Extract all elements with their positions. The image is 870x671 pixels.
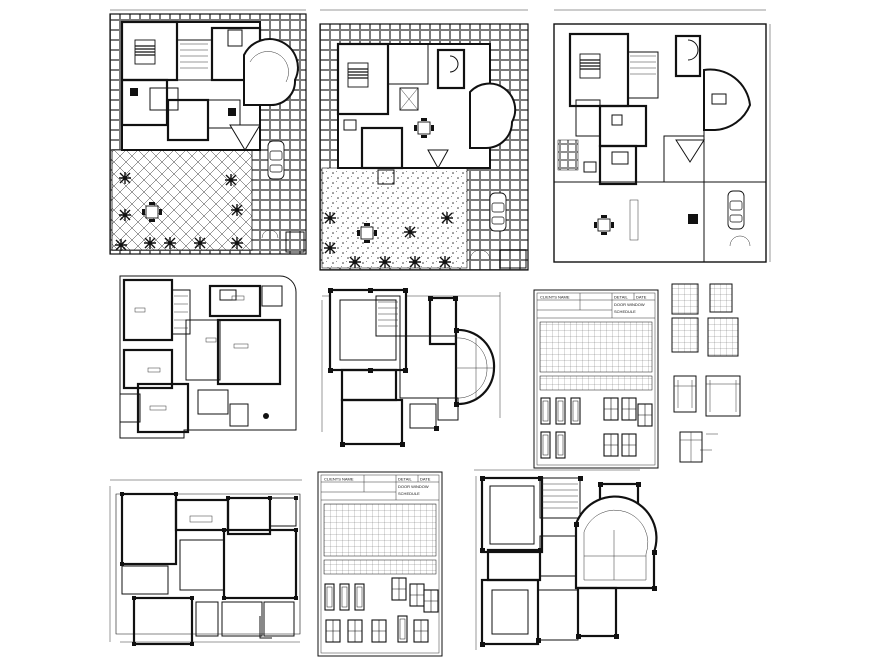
site-plan-c <box>553 9 771 263</box>
detail-header: DETAIL <box>614 295 628 300</box>
site-plan-a <box>109 9 307 255</box>
door-window-schedule-b: CLIENTS NAME DETAIL DATE DOOR WINDOW SCH… <box>317 471 443 657</box>
title-block-line-2: SCHEDULE <box>614 309 636 314</box>
date-header-b: DATE <box>420 477 431 482</box>
date-header: DATE <box>636 295 647 300</box>
structural-plan-a <box>321 288 501 447</box>
client-name-header-b: CLIENTS NAME <box>324 477 354 482</box>
client-name-header: CLIENTS NAME <box>540 295 570 300</box>
floor-plan-b <box>109 479 302 646</box>
structural-plan-b <box>474 469 658 650</box>
floor-plan-a <box>119 275 297 439</box>
site-plan-b <box>319 9 529 271</box>
window-detail-sheet <box>671 283 741 463</box>
title-block-line-1: DOOR WINDOW <box>614 302 645 307</box>
door-window-schedule-a: CLIENTS NAME DETAIL DATE DOOR WINDOW SCH… <box>533 289 659 469</box>
title-block-line-2-b: SCHEDULE <box>398 491 420 496</box>
title-block-line-1-b: DOOR WINDOW <box>398 484 429 489</box>
detail-header-b: DETAIL <box>398 477 412 482</box>
